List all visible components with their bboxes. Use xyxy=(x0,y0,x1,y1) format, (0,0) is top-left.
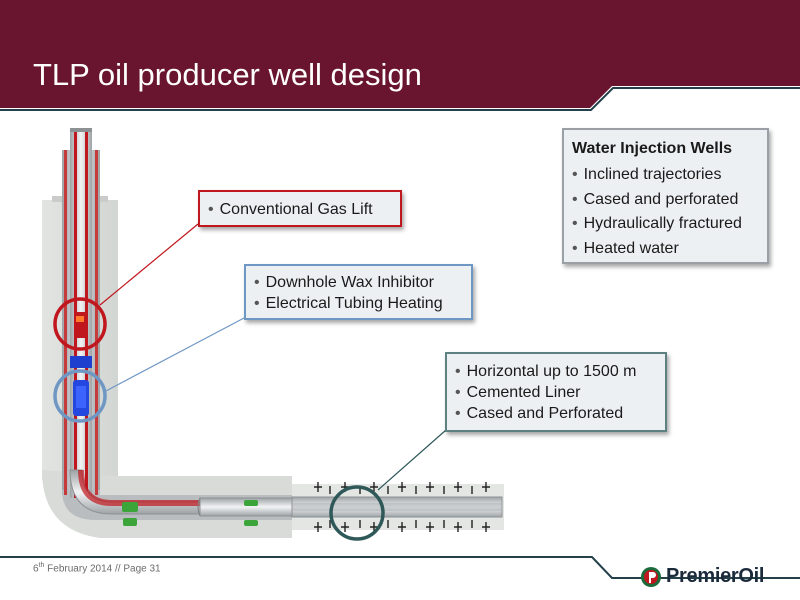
premier-oil-drop-icon xyxy=(641,567,661,587)
list-item: •Heated water xyxy=(572,239,679,257)
premier-oil-logo: PremierOil xyxy=(640,563,764,589)
list-item: •Downhole Wax Inhibitor xyxy=(254,274,434,291)
wax-highlight-circle xyxy=(53,369,107,423)
list-item: •Cemented Liner xyxy=(455,384,581,401)
list-item: •Hydraulically fractured xyxy=(572,215,742,232)
gas-lift-valve xyxy=(74,312,86,338)
horizontal-leader-line xyxy=(377,429,447,491)
perforations xyxy=(314,482,490,532)
list-item: •Cased and perforated xyxy=(572,190,739,208)
wax-heating-section xyxy=(70,356,92,416)
logo-text: PremierOil xyxy=(666,564,765,587)
page-title: TLP oil producer well design xyxy=(33,57,422,92)
gas-lift-highlight-circle xyxy=(53,297,107,351)
list-item: •Inclined trajectories xyxy=(572,166,722,183)
list-item: •Cased and Perforated xyxy=(455,405,624,422)
slide-header: TLP oil producer well design xyxy=(0,0,800,116)
callout-gas-lift: •Conventional Gas Lift xyxy=(198,190,402,227)
footer-date-page: 6th February 2014 // Page 31 xyxy=(33,562,161,575)
water-injection-title: Water Injection Wells xyxy=(572,140,733,157)
header-band xyxy=(0,0,800,111)
callout-water-injection: Water Injection Wells •Inclined trajecto… xyxy=(562,128,769,264)
packers xyxy=(122,500,258,526)
wax-leader-line xyxy=(103,317,245,393)
well-diagram xyxy=(42,128,504,541)
formation-rock xyxy=(42,196,504,538)
callout-horizontal-section: •Horizontal up to 1500 m •Cemented Liner… xyxy=(445,352,667,432)
list-item: •Conventional Gas Lift xyxy=(208,201,373,218)
gas-lift-leader-line xyxy=(99,223,199,306)
callout-wax-inhibitor: •Downhole Wax Inhibitor •Electrical Tubi… xyxy=(244,264,473,320)
footer-band xyxy=(0,556,800,579)
horizontal-highlight-circle xyxy=(329,485,385,541)
list-item: •Horizontal up to 1500 m xyxy=(455,363,637,380)
list-item: •Electrical Tubing Heating xyxy=(254,295,443,312)
